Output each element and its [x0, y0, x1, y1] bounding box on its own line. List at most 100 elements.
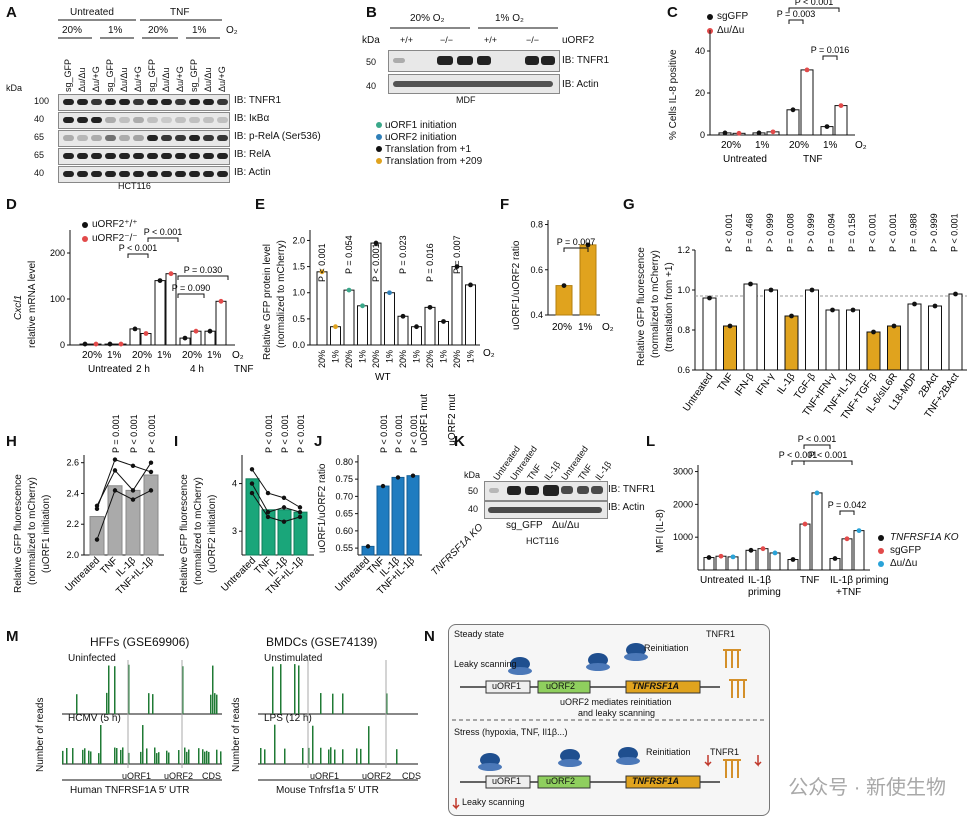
cds-box — [625, 775, 701, 789]
bar — [825, 309, 840, 371]
band — [105, 135, 116, 141]
geno-3: +/+ — [484, 35, 498, 45]
band — [175, 135, 186, 141]
x-tick-label: 20% — [317, 350, 327, 368]
band — [161, 171, 172, 177]
tick-label: 200 — [50, 248, 65, 258]
tick-label: 0 — [700, 130, 705, 140]
blot-label-actin: IB: Actin — [608, 502, 645, 513]
sig-bracket — [147, 237, 179, 242]
x-tick-label: 20% — [182, 350, 202, 361]
bar — [866, 331, 881, 371]
point — [760, 546, 766, 552]
x-tick-label: 20% — [398, 350, 408, 368]
read-peak — [220, 751, 222, 764]
bar — [757, 548, 769, 571]
point — [148, 488, 154, 493]
band — [189, 117, 200, 123]
gene-bottom: TNFRSF1A — [632, 776, 679, 786]
legend-dots — [878, 535, 884, 567]
read-peak — [206, 750, 208, 764]
receptor — [723, 759, 729, 778]
band — [217, 135, 228, 141]
bar — [129, 328, 141, 346]
legend-dot — [376, 122, 382, 129]
band — [63, 171, 74, 177]
point — [157, 278, 163, 283]
point — [193, 328, 199, 334]
read-peak — [122, 747, 124, 764]
band — [147, 117, 158, 123]
point — [850, 307, 856, 313]
geno-2: −/− — [440, 35, 454, 45]
read-peak — [360, 748, 362, 764]
blot-label-tnfr1: IB: TNFR1 — [608, 484, 656, 495]
point — [265, 514, 271, 520]
x-tick-label: 1% — [755, 140, 770, 151]
hff-uorf1: uORF1 — [122, 771, 152, 781]
tick-label: 0.60 — [335, 526, 353, 536]
lane-label: Δu/Δu — [119, 67, 129, 92]
band — [91, 153, 102, 159]
read-peak — [154, 747, 156, 764]
o2-20: 20% O₂ — [410, 13, 445, 24]
read-peak — [328, 749, 330, 764]
point — [871, 329, 876, 335]
panel-letter: L — [646, 433, 656, 450]
o2-label: O₂ — [602, 322, 614, 333]
watermark: 公众号 · 新使生物 — [788, 777, 946, 799]
read-peak — [98, 753, 100, 764]
read-peak — [298, 665, 300, 714]
legend-item: Translation from +1 — [376, 144, 471, 155]
p-value: P < 0.001 — [144, 227, 183, 237]
point — [112, 488, 118, 493]
uorf2-box — [537, 775, 591, 789]
p-value: P = 0.158 — [847, 213, 857, 252]
band — [189, 171, 200, 177]
point — [561, 283, 567, 288]
band — [133, 117, 144, 123]
tick-label: 3000 — [673, 467, 693, 477]
read-peak — [274, 724, 276, 764]
read-peak — [108, 665, 110, 714]
receptor — [723, 649, 729, 668]
legend-label: uORF2 initiation — [385, 132, 457, 143]
lane-label: Δu/Δu — [161, 67, 171, 92]
tnfr1-top: TNFR1 — [706, 629, 735, 639]
bar — [811, 492, 823, 571]
bar — [451, 266, 463, 346]
lane-label: IL-1β — [542, 459, 563, 483]
point — [94, 537, 100, 542]
down-arrow — [754, 755, 762, 767]
read-peak — [88, 750, 90, 764]
leaky-bottom: Leaky scanning — [462, 797, 525, 807]
o2-label: O₂ — [483, 348, 495, 359]
bar — [800, 69, 814, 136]
panel-e: E Relative GFP protein level (normalized… — [255, 190, 495, 446]
panel-letter: N — [424, 628, 435, 645]
kda-label: kDa — [6, 83, 23, 93]
bar — [743, 283, 758, 371]
p-value: P = 0.001 — [111, 414, 121, 453]
p-value: P < 0.001 — [798, 434, 837, 444]
band — [133, 99, 144, 105]
o2-20-b: 20% — [148, 25, 169, 36]
sig-bracket — [791, 460, 805, 465]
point — [148, 460, 154, 465]
blot-label-actin: IB: Actin — [562, 79, 599, 90]
bar — [261, 509, 276, 556]
legend-wt: uORF2⁺/⁺ — [92, 219, 138, 230]
panel-b-lines — [390, 27, 558, 29]
band — [77, 99, 88, 105]
o2-label: O₂ — [232, 350, 244, 361]
point — [756, 130, 762, 136]
lane-label: sg_GFP — [147, 58, 157, 92]
point — [427, 304, 433, 310]
tick-label: 2.0 — [292, 235, 305, 245]
tick-label: 2.0 — [66, 550, 79, 560]
x-tick-label: 1% — [331, 350, 341, 363]
band — [203, 171, 214, 177]
tick-label: 0.75 — [335, 474, 353, 484]
steady-state: Steady state — [454, 629, 505, 639]
